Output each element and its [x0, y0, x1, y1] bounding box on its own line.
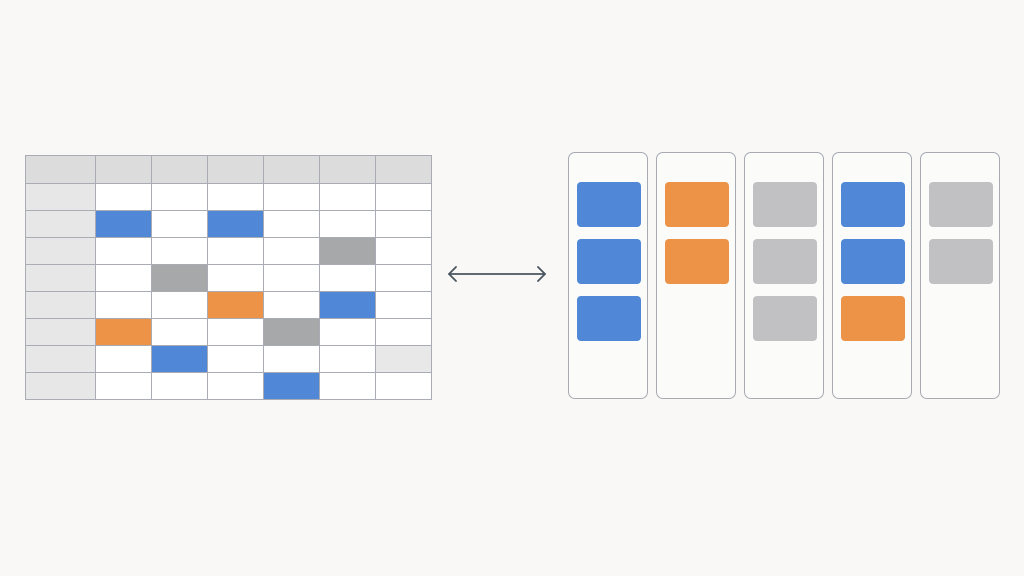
grid-cell-orange [208, 292, 264, 319]
grid-cell-empty [264, 346, 320, 373]
grid-row-header-cell [26, 265, 96, 292]
grid-cell-empty [320, 373, 376, 400]
grid-row-header-cell [26, 292, 96, 319]
grid-cell-light [376, 346, 432, 373]
grid-header-cell [376, 156, 432, 184]
grid-cell-empty [320, 346, 376, 373]
kanban-board [568, 152, 1000, 399]
grid-header-cell [264, 156, 320, 184]
grid-cell-empty [96, 238, 152, 265]
grid-cell-empty [96, 373, 152, 400]
grid-cell-blue [152, 346, 208, 373]
grid-cell-empty [264, 211, 320, 238]
grid-cell-empty [152, 319, 208, 346]
card-orange [665, 239, 729, 284]
grid-cell-blue [208, 211, 264, 238]
grid-cell-empty [208, 184, 264, 211]
card-orange [841, 296, 905, 341]
grid-cell-empty [376, 319, 432, 346]
grid-cell-empty [208, 238, 264, 265]
grid-table [25, 155, 432, 400]
grid-cell-empty [96, 346, 152, 373]
grid-cell-empty [208, 319, 264, 346]
grid-cell-empty [152, 292, 208, 319]
grid-cell-empty [376, 238, 432, 265]
grid-cell-blue [320, 292, 376, 319]
grid-cell-gray [320, 238, 376, 265]
card-blue [577, 182, 641, 227]
grid-cell-empty [264, 265, 320, 292]
grid-row-header-cell [26, 211, 96, 238]
grid-cell-empty [376, 211, 432, 238]
double-arrow-icon [447, 263, 547, 290]
grid-cell-empty [152, 211, 208, 238]
grid-cell-empty [320, 211, 376, 238]
grid-header-cell [96, 156, 152, 184]
card-blue [577, 296, 641, 341]
grid-row-header-cell [26, 319, 96, 346]
grid-cell-empty [376, 184, 432, 211]
card-orange [665, 182, 729, 227]
grid-cell-empty [320, 265, 376, 292]
grid-cell-empty [152, 238, 208, 265]
card-gray [753, 239, 817, 284]
grid-cell-empty [96, 265, 152, 292]
grid-cell-empty [152, 373, 208, 400]
grid-cell-empty [376, 292, 432, 319]
grid-cell-empty [208, 346, 264, 373]
grid-cell-empty [376, 265, 432, 292]
grid-row-header-cell [26, 184, 96, 211]
grid-cell-gray [264, 319, 320, 346]
card-blue [577, 239, 641, 284]
grid-cell-empty [264, 292, 320, 319]
grid-cell-empty [96, 184, 152, 211]
board-column-3 [744, 152, 824, 399]
board-column-1 [568, 152, 648, 399]
grid-row-header-cell [26, 373, 96, 400]
grid-cell-blue [96, 211, 152, 238]
board-column-2 [656, 152, 736, 399]
grid-cell-empty [320, 184, 376, 211]
grid-row-header-cell [26, 346, 96, 373]
grid-cell-empty [208, 265, 264, 292]
grid-row-header-cell [26, 238, 96, 265]
grid-cell-blue [264, 373, 320, 400]
grid-cell-gray [152, 265, 208, 292]
grid-header-cell [208, 156, 264, 184]
grid-header-cell [26, 156, 96, 184]
grid-cell-empty [208, 373, 264, 400]
card-gray [753, 182, 817, 227]
grid-cell-empty [320, 319, 376, 346]
card-gray [929, 182, 993, 227]
grid-cell-empty [376, 373, 432, 400]
card-gray [929, 239, 993, 284]
grid-cell-empty [152, 184, 208, 211]
grid-cell-orange [96, 319, 152, 346]
grid-cell-empty [96, 292, 152, 319]
grid-header-cell [320, 156, 376, 184]
grid-cell-empty [264, 238, 320, 265]
board-column-4 [832, 152, 912, 399]
grid-cell-empty [264, 184, 320, 211]
card-gray [753, 296, 817, 341]
grid-header-cell [152, 156, 208, 184]
card-blue [841, 239, 905, 284]
board-column-5 [920, 152, 1000, 399]
card-blue [841, 182, 905, 227]
